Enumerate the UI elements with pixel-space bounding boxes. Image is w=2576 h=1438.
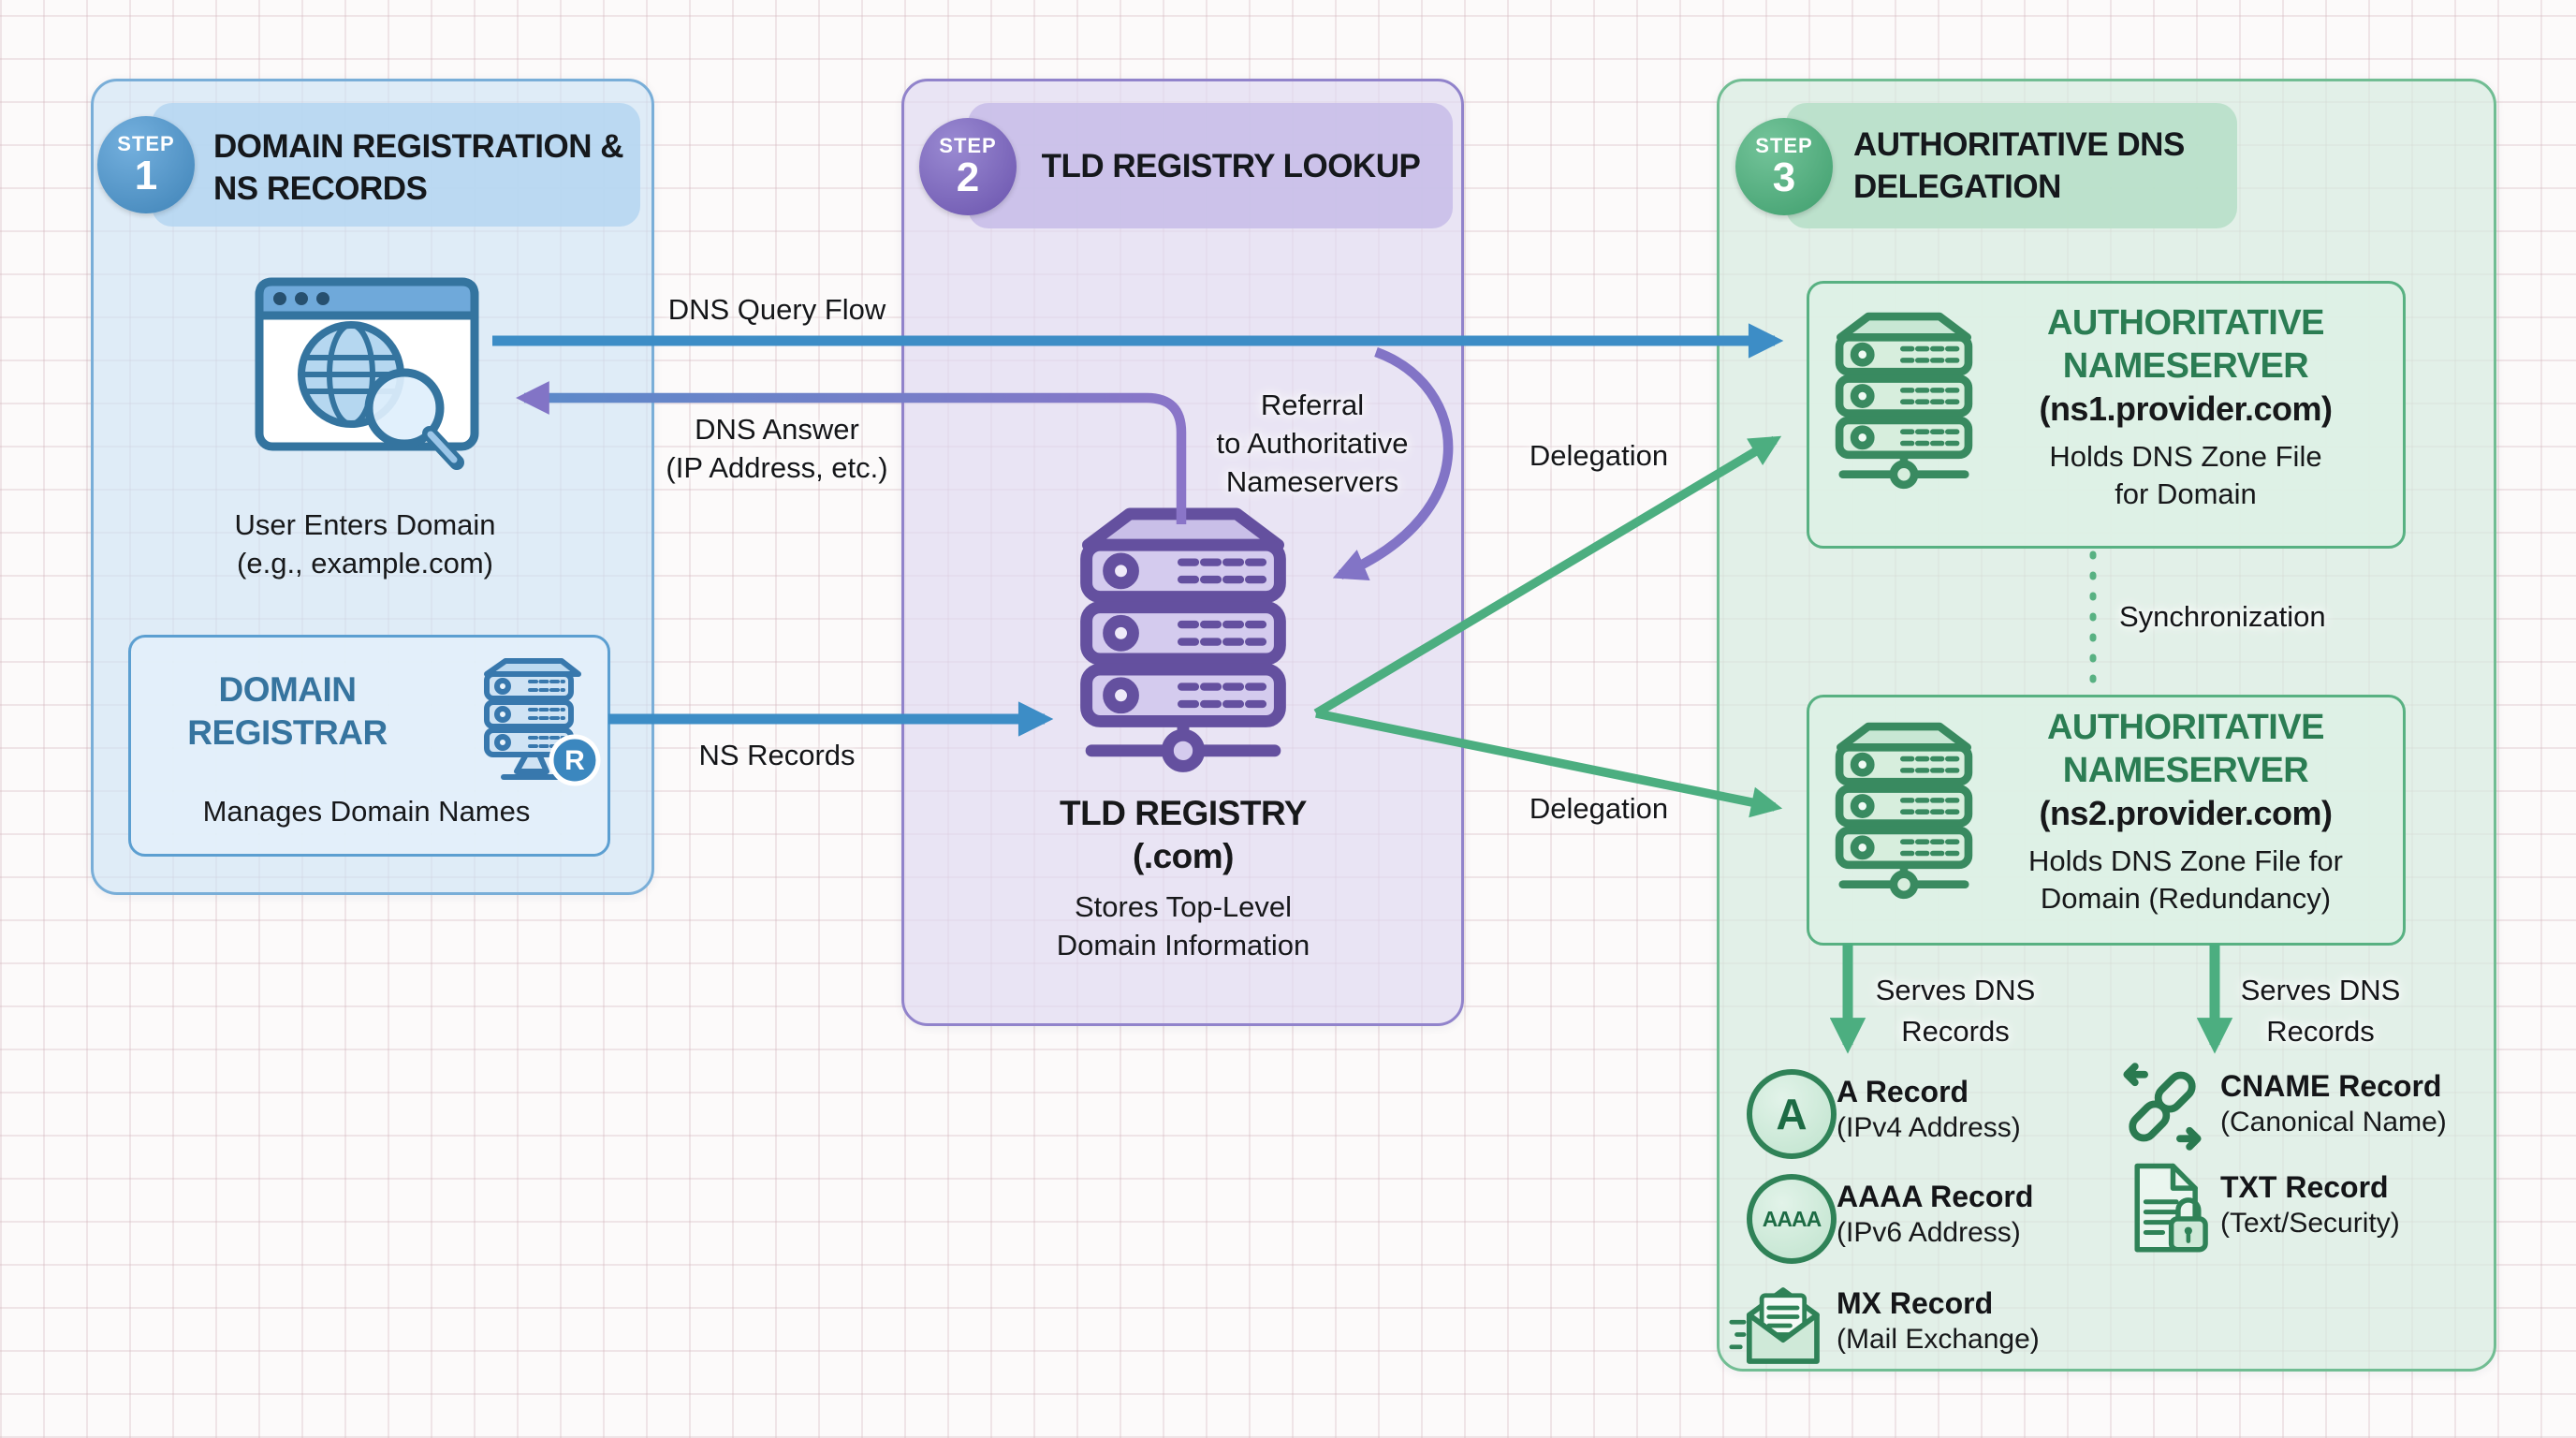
step2-badge: STEP 2: [919, 118, 1017, 215]
a-record-abbr: A: [1776, 1090, 1808, 1138]
tld-registry-server-icon: [1080, 507, 1286, 772]
aaaa-record-abbr: AAAA: [1762, 1206, 1822, 1231]
registrar-badge-letter: R: [564, 745, 585, 776]
ns1-host: (ns1.provider.com): [2039, 389, 2333, 428]
step2-title: TLD REGISTRY LOOKUP: [1041, 147, 1421, 184]
step2-badge-number: 2: [956, 154, 980, 200]
ns1-desc: Holds DNS Zone File for Domain: [2049, 440, 2322, 510]
dns-query-label: DNS Query Flow: [667, 293, 886, 326]
ns1-title: AUTHORITATIVE NAMESERVER: [2046, 303, 2325, 386]
cname-record-name: CNAME Record: [2220, 1069, 2442, 1103]
delegation-label-top: Delegation: [1529, 439, 1669, 472]
step1-header-pill: [152, 103, 640, 227]
delegation-label-bottom: Delegation: [1529, 792, 1669, 825]
txt-record-icon: [2134, 1163, 2208, 1253]
ns2-host: (ns2.provider.com): [2039, 794, 2333, 832]
tld-registry-tld: (.com): [1133, 837, 1235, 875]
ns-records-label: NS Records: [698, 739, 856, 771]
step2-header-pill: [968, 103, 1453, 228]
step3-header-pill: [1786, 103, 2237, 228]
step1-badge-number: 1: [134, 153, 158, 198]
browser-caption: User Enters Domain (e.g., example.com): [234, 508, 496, 580]
step1-badge-word: STEP: [117, 132, 175, 155]
mx-record-name: MX Record: [1837, 1286, 1994, 1320]
step3-badge-number: 3: [1772, 154, 1796, 200]
dns-answer-label: DNS Answer (IP Address, etc.): [666, 413, 888, 484]
step2-badge-word: STEP: [939, 134, 997, 157]
ns1-server-icon: [1835, 312, 1973, 490]
aaaa-record-name: AAAA Record: [1837, 1180, 2034, 1213]
txt-record-name: TXT Record: [2220, 1170, 2389, 1204]
browser-search-icon: [255, 277, 479, 470]
txt-record-desc: (Text/Security): [2220, 1208, 2400, 1239]
aaaa-record-desc: (IPv6 Address): [1837, 1217, 2021, 1248]
step3-badge: STEP 3: [1735, 118, 1833, 215]
registrar-caption: Manages Domain Names: [202, 795, 531, 828]
referral-label: Referral to Authoritative Nameservers: [1216, 389, 1409, 498]
ns2-server-icon: [1835, 722, 1973, 900]
synchronization-label: Synchronization: [2119, 600, 2326, 633]
step1-badge: STEP 1: [97, 116, 195, 213]
a-record-desc: (IPv4 Address): [1837, 1112, 2021, 1143]
registrar-server-icon: R: [484, 658, 601, 786]
step3-title: AUTHORITATIVE DNS DELEGATION: [1853, 126, 2185, 205]
step1-title: DOMAIN REGISTRATION & NS RECORDS: [213, 128, 624, 207]
mx-record-desc: (Mail Exchange): [1837, 1324, 2040, 1355]
ns2-title: AUTHORITATIVE NAMESERVER: [2046, 708, 2325, 790]
tld-registry-desc: Stores Top-Level Domain Information: [1056, 890, 1310, 961]
ns2-text: AUTHORITATIVE NAMESERVER (ns2.provider.c…: [1984, 706, 2387, 917]
aaaa-record-icon: AAAA: [1747, 1174, 1837, 1264]
cname-record-icon: [2123, 1063, 2202, 1151]
a-record-name: A Record: [1837, 1075, 1969, 1108]
ns1-text: AUTHORITATIVE NAMESERVER (ns1.provider.c…: [1984, 301, 2387, 513]
tld-registry-name: TLD REGISTRY: [1060, 794, 1307, 832]
cname-record-desc: (Canonical Name): [2220, 1107, 2447, 1137]
step3-badge-word: STEP: [1755, 134, 1813, 157]
mx-record-icon: [1729, 1287, 1820, 1364]
ns2-desc: Holds DNS Zone File for Domain (Redundan…: [2028, 844, 2343, 915]
registrar-title: DOMAIN REGISTRAR: [187, 670, 388, 752]
serves-label-left: Serves DNS Records: [1875, 974, 2036, 1048]
serves-label-right: Serves DNS Records: [2240, 974, 2401, 1048]
a-record-icon: A: [1747, 1069, 1837, 1159]
